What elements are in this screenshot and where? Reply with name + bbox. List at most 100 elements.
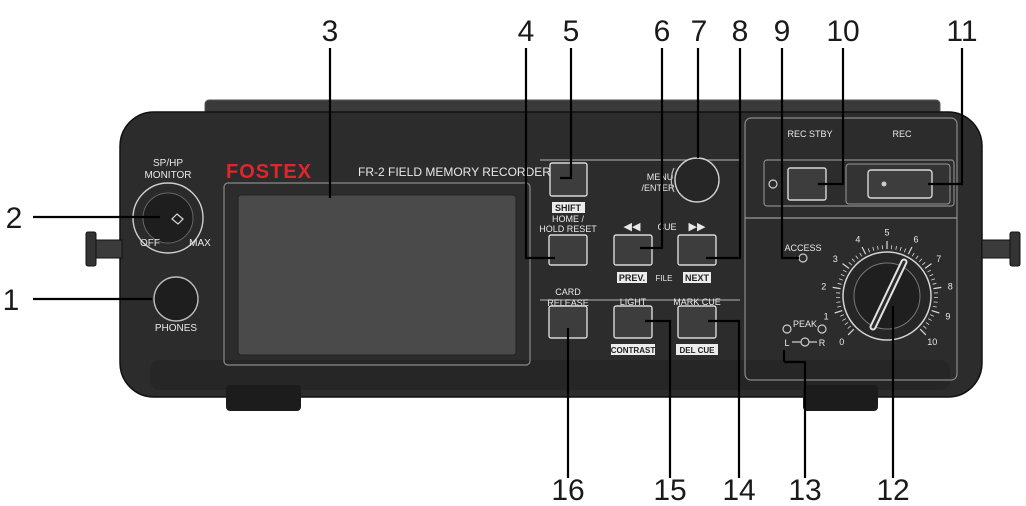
scale-label: 0 [839,337,844,347]
rec-label: REC [892,129,912,139]
scale-tick [933,286,942,290]
callout-11: 11 [946,15,977,48]
scale-tick [847,325,852,329]
home-hold-reset-button[interactable] [548,234,588,266]
callout-15: 15 [653,474,686,506]
prev-button[interactable] [613,234,653,266]
scale-tick [867,248,871,253]
callout-10: 10 [826,15,859,48]
lcd-display [223,182,531,366]
right-side-knob [981,231,1021,267]
scale-tick [927,318,932,321]
menu-label: MENU [647,172,674,182]
peak-label: PEAK [793,319,817,329]
scale-tick [837,305,842,308]
scale-tick [924,263,932,269]
level-knob[interactable] [842,251,932,341]
scale-tick [931,309,940,314]
scale-tick [931,278,936,281]
max-label: MAX [189,238,211,249]
scale-tick [855,255,859,260]
skip-forward-icon: ▶▶ [689,221,706,233]
off-label: OFF [140,238,160,249]
peak-led-left [782,324,792,334]
scale-tick [903,248,907,253]
access-label: ACCESS [784,243,821,253]
home-label: HOME / [552,214,585,224]
rec-button-dot [881,181,887,187]
rec-stby-led [768,179,778,189]
callout-12: 12 [876,474,909,506]
scale-tick [932,305,937,308]
scale-label: 8 [948,281,953,291]
callout-5: 5 [563,15,580,48]
scale-tick [899,246,902,251]
scale-tick [834,309,843,314]
next-tag [683,272,711,283]
scale-tick [840,314,845,317]
scale-tick [922,325,927,329]
phones-jack[interactable] [153,276,199,322]
callout-7: 7 [691,15,708,48]
scale-tick [933,301,938,303]
scale-tick [918,258,923,263]
scale-tick [847,328,855,336]
del-cue-tag [676,344,718,355]
prev-label: PREV. [619,273,645,283]
scale-tick [848,261,853,266]
callout-14: 14 [722,474,755,506]
left-side-knob [85,231,123,267]
scale-tick [842,263,850,269]
prev-tag [617,272,647,283]
callout-3: 3 [322,15,339,48]
contrast-label: CONTRAST [611,346,656,355]
light-label: LIGHT [620,297,647,307]
del-cue-label: DEL CUE [680,346,716,355]
scale-tick [837,282,842,285]
scale-tick [851,258,856,263]
menu-enter-dial[interactable] [670,157,720,203]
contrast-tag [611,344,655,355]
rec-stby-label: REC STBY [787,129,832,139]
scale-label: 3 [833,254,838,264]
monitor-label: MONITOR [144,170,191,181]
scale-label: 7 [936,254,941,264]
brand-logo: FOSTEX [226,161,312,183]
next-label: NEXT [685,273,710,283]
scale-tick [895,245,897,250]
shift-tag [552,202,585,213]
scale-label: 9 [945,311,950,321]
callout-2: 2 [6,202,23,235]
hold-reset-label: HOLD RESET [539,224,597,234]
cue-label: CUE [657,222,676,232]
scale-tick [927,269,932,273]
scale-tick [840,273,845,277]
next-button[interactable] [677,234,717,266]
callout-4: 4 [518,15,535,48]
scale-label: 4 [855,234,860,244]
scale-tick [842,318,847,321]
shift-label: SHIFT [555,203,582,213]
model-name: FR-2 FIELD MEMORY RECORDER [358,165,551,179]
rec-button[interactable] [867,169,933,199]
scale-tick [925,322,930,325]
monitor-knob[interactable] [132,182,204,254]
shift-button[interactable] [549,162,588,197]
peak-center-icon [800,337,810,347]
scale-tick [838,278,843,281]
scale-tick [929,314,934,317]
callout-16: 16 [551,474,584,506]
scale-tick [915,255,919,260]
scale-label: 2 [821,281,826,291]
callout-8: 8 [732,15,749,48]
phones-label: PHONES [155,323,198,334]
scale-label: 5 [884,228,889,238]
scale-tick [859,252,863,257]
callout-1: 1 [3,284,20,317]
peak-r-label: R [819,338,826,348]
scale-label: 10 [927,337,937,347]
scale-tick [919,328,927,336]
card-label: CARD [555,287,581,297]
